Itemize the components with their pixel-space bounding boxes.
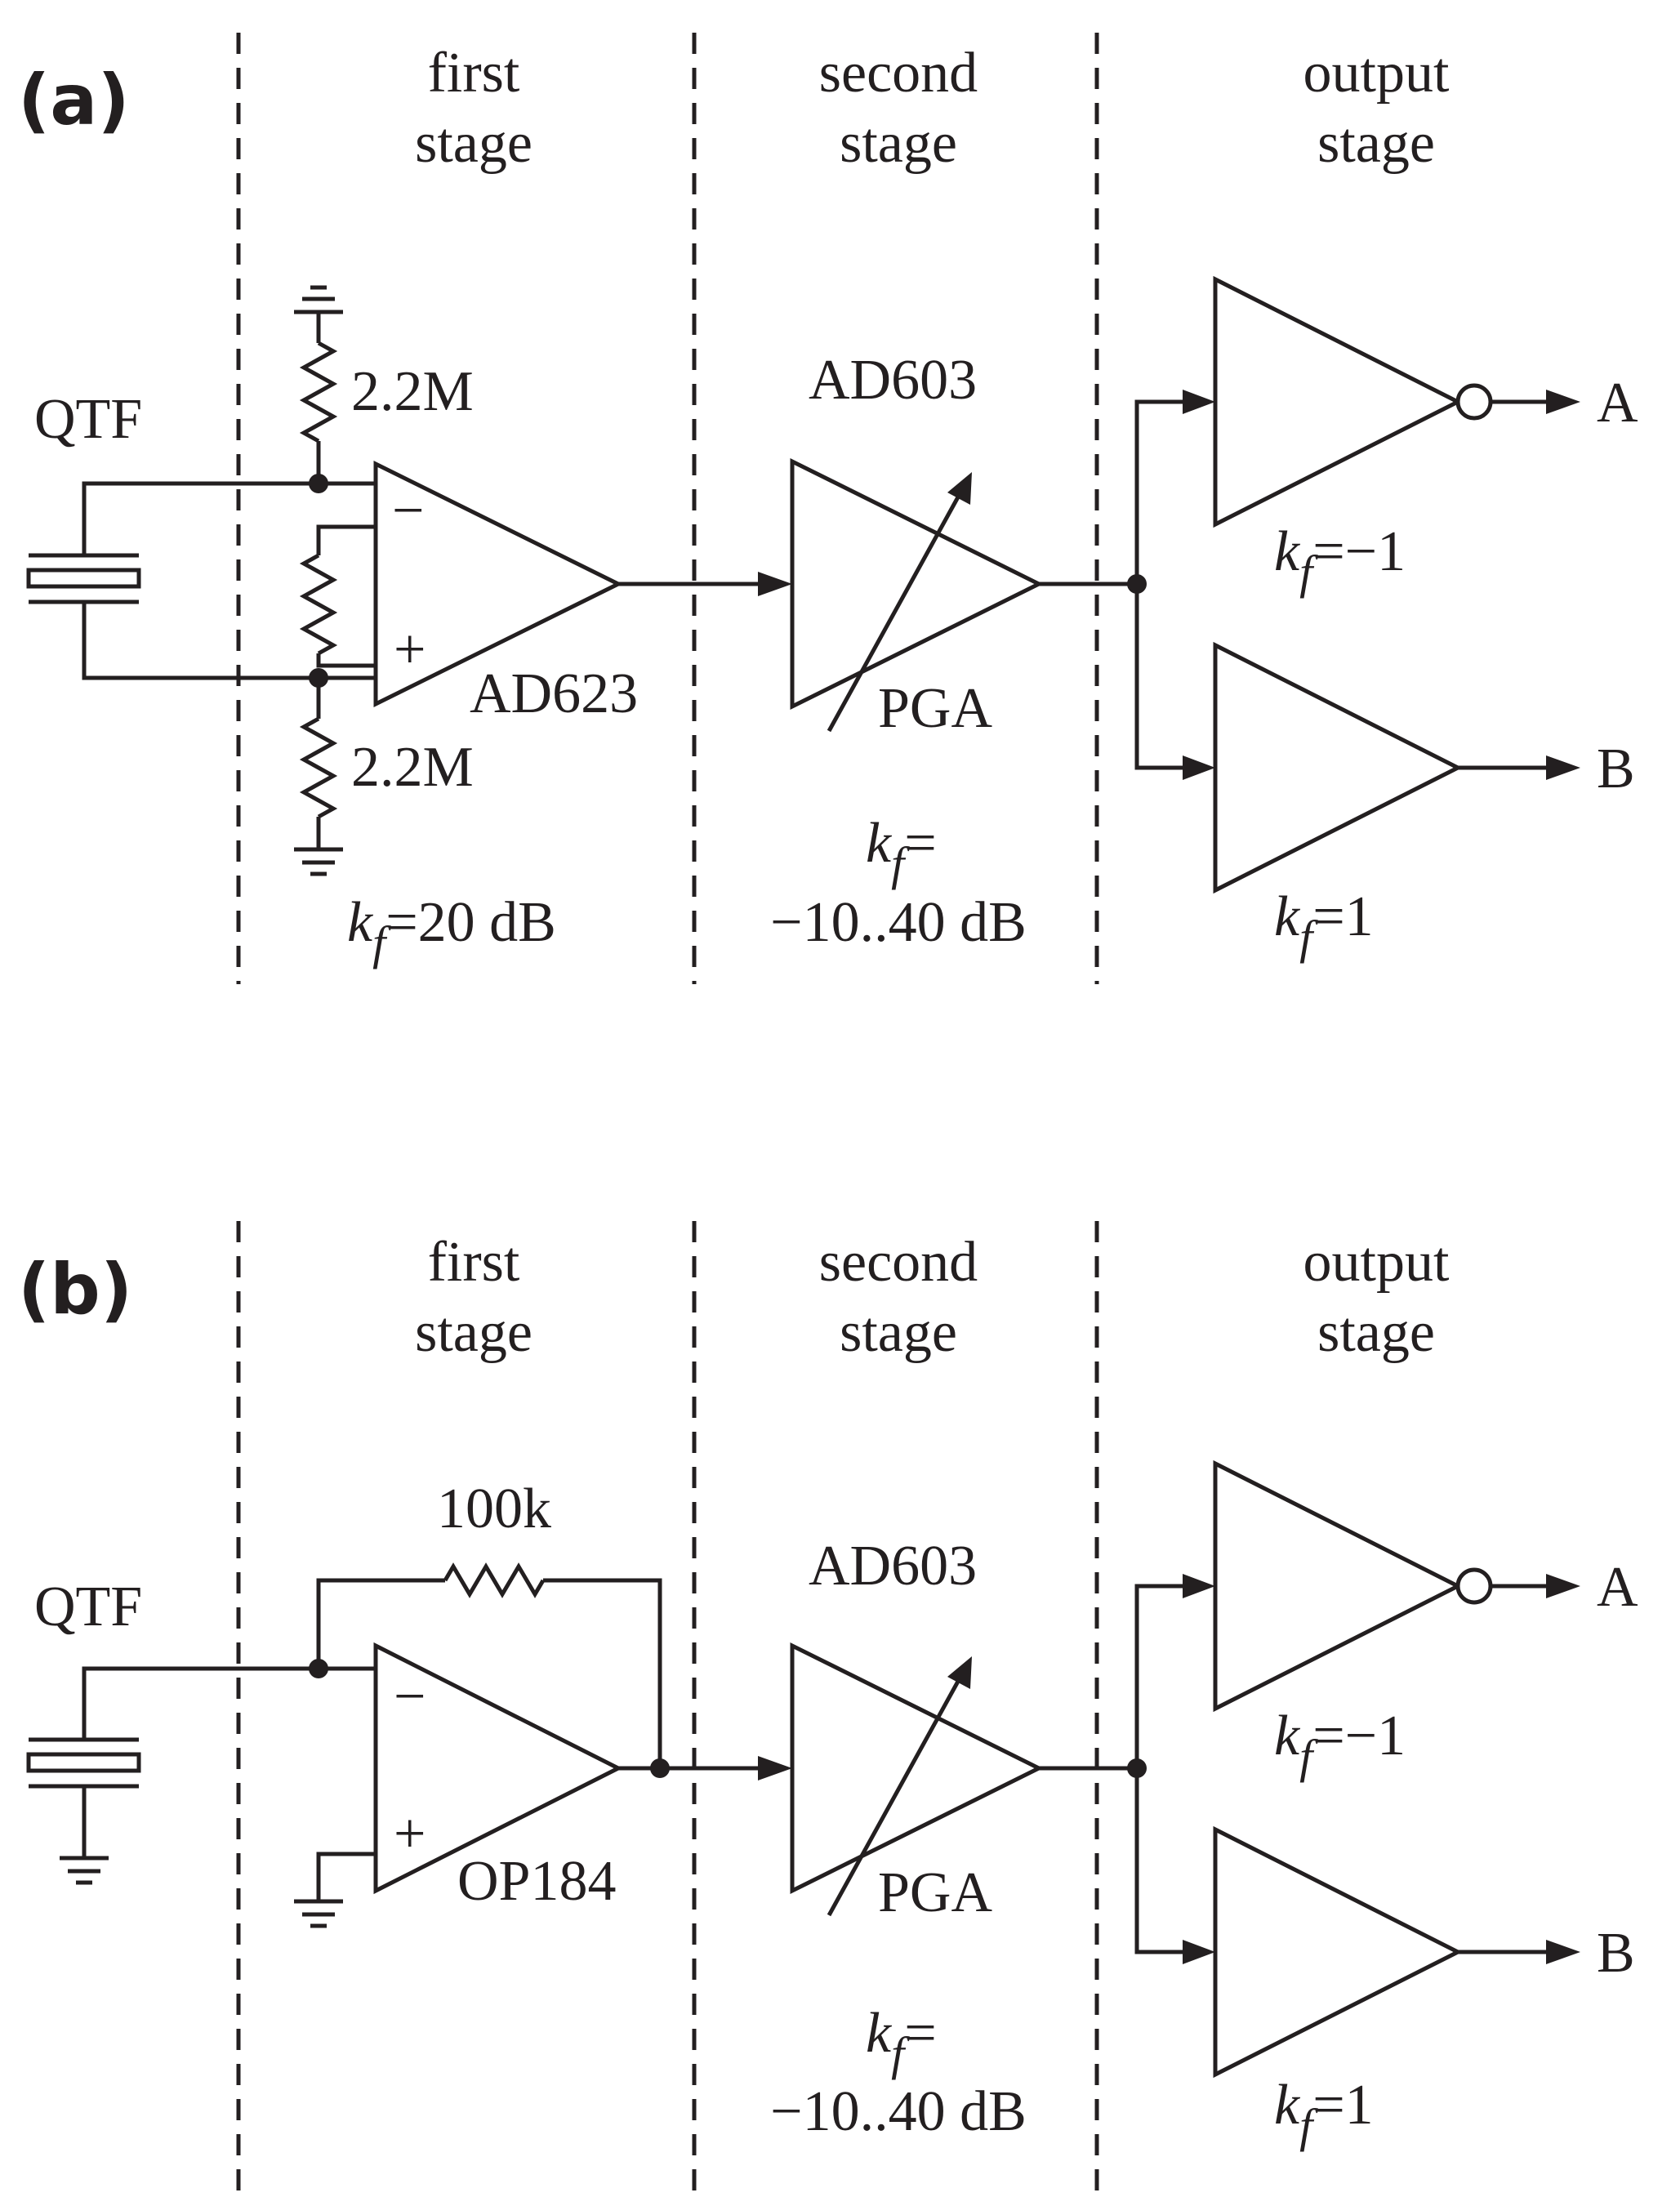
first-stage-heading-line1: first [428,1231,520,1294]
arrow-icon [758,572,792,596]
bias-resistor-top [299,312,338,484]
amp-plus-input: + [394,1803,426,1865]
non-inverting-buffer [1213,641,1463,894]
gain-k: k [1274,2074,1301,2137]
arrow-icon [947,1656,972,1689]
qtf-crystal-symbol [26,481,319,680]
output-stage-heading-line1: output [1303,42,1450,105]
second-amp-label: AD603 [809,1535,977,1598]
amp-plus-input: + [394,618,426,681]
first-stage-heading-line1: first [428,42,520,105]
feedback-resistor [316,1562,662,1768]
second-stage-heading-line2: stage [840,1301,957,1364]
instrumentation-amplifier [373,460,623,708]
inversion-bubble [1455,383,1493,421]
output-stage-heading-line2: stage [1317,1301,1435,1364]
gain-value: =1 [1312,2074,1373,2137]
first-stage-heading-line2: stage [415,112,533,175]
output-b-label: B [1597,738,1635,800]
first-amp-label: OP184 [457,1850,616,1913]
first-amp-label: AD623 [470,662,638,725]
inverting-buffer [1213,1460,1463,1713]
arrow-icon [1546,390,1580,414]
second-stage-heading-line1: second [819,1231,978,1294]
second-stage-gain-range: −10..40 dB [770,891,1027,954]
programmable-gain-amplifier [790,1642,1044,1895]
gain-k: k [866,2002,893,2065]
gain-resistor [299,524,376,668]
gain-k: k [866,812,893,875]
arrow-icon [758,1756,792,1780]
gain-value: =−1 [1312,520,1406,583]
gain-k: k [347,891,374,954]
panel-label: (a) [18,60,130,141]
arrow-icon [1183,1940,1215,1964]
output-a-label: A [1597,372,1638,435]
output-a-label: A [1597,1556,1638,1619]
arrow-icon [1546,1574,1580,1598]
output-a-gain: kf=−1 [1274,520,1406,599]
junction-dot [650,1758,670,1778]
resistor-top-value: 2.2M [351,360,474,423]
first-stage-heading-line2: stage [415,1301,533,1364]
second-stage-gain-line1: kf= [866,812,937,890]
ground-icon [294,285,343,314]
gain-eq: = [904,812,936,875]
panel-label: (b) [18,1249,132,1330]
panel-b: (b) first stage second stage output stag… [18,1221,1638,2197]
amp-minus-input: − [392,479,424,542]
bias-resistor-bottom [299,678,338,849]
gain-eq: = [904,2002,936,2065]
inversion-bubble [1455,1567,1493,1605]
programmable-gain-amplifier [790,457,1044,711]
arrow-icon [1546,1940,1580,1964]
pga-label: PGA [878,677,992,740]
output-stage-heading-line2: stage [1317,112,1435,175]
inverting-buffer [1213,275,1463,528]
gain-k: k [1274,1705,1301,1767]
gain-value: =−1 [1312,1705,1406,1767]
variable-gain-arrow [827,492,962,733]
resistor-bottom-value: 2.2M [351,736,474,799]
op-amp [373,1642,623,1895]
arrow-icon [1183,390,1215,414]
second-stage-heading-line1: second [819,42,978,105]
output-stage-heading-line1: output [1303,1231,1450,1294]
output-b-gain: kf=1 [1274,2074,1374,2152]
arrow-icon [1183,1574,1215,1598]
arrow-icon [1546,755,1580,780]
arrow-icon [1183,755,1215,780]
output-a-gain: kf=−1 [1274,1705,1406,1783]
arrow-icon [947,472,972,505]
output-b-label: B [1597,1922,1635,1985]
qtf-label: QTF [34,1575,142,1638]
variable-gain-arrow [827,1677,962,1917]
gain-value: =1 [1312,885,1373,948]
ground-icon [294,1899,343,1928]
feedback-resistor-value: 100k [437,1477,551,1540]
qtf-label: QTF [34,388,142,451]
ground-icon [60,1856,109,1885]
ground-icon [294,847,343,876]
qtf-crystal-symbol [26,1666,319,1858]
second-stage-gain-range: −10..40 dB [770,2080,1027,2143]
non-inverting-buffer [1213,1825,1463,2079]
pga-label: PGA [878,1861,992,1924]
second-stage-heading-line2: stage [840,112,957,175]
amp-minus-input: − [394,1665,426,1728]
output-b-gain: kf=1 [1274,885,1374,964]
panel-a: (a) first stage second stage output stag… [18,33,1638,984]
gain-k: k [1274,520,1301,583]
second-stage-gain-line1: kf= [866,2002,937,2080]
second-amp-label: AD603 [809,349,977,412]
gain-value: =20 dB [385,891,556,954]
gain-k: k [1274,885,1301,948]
first-stage-gain: kf=20 dB [347,891,556,969]
